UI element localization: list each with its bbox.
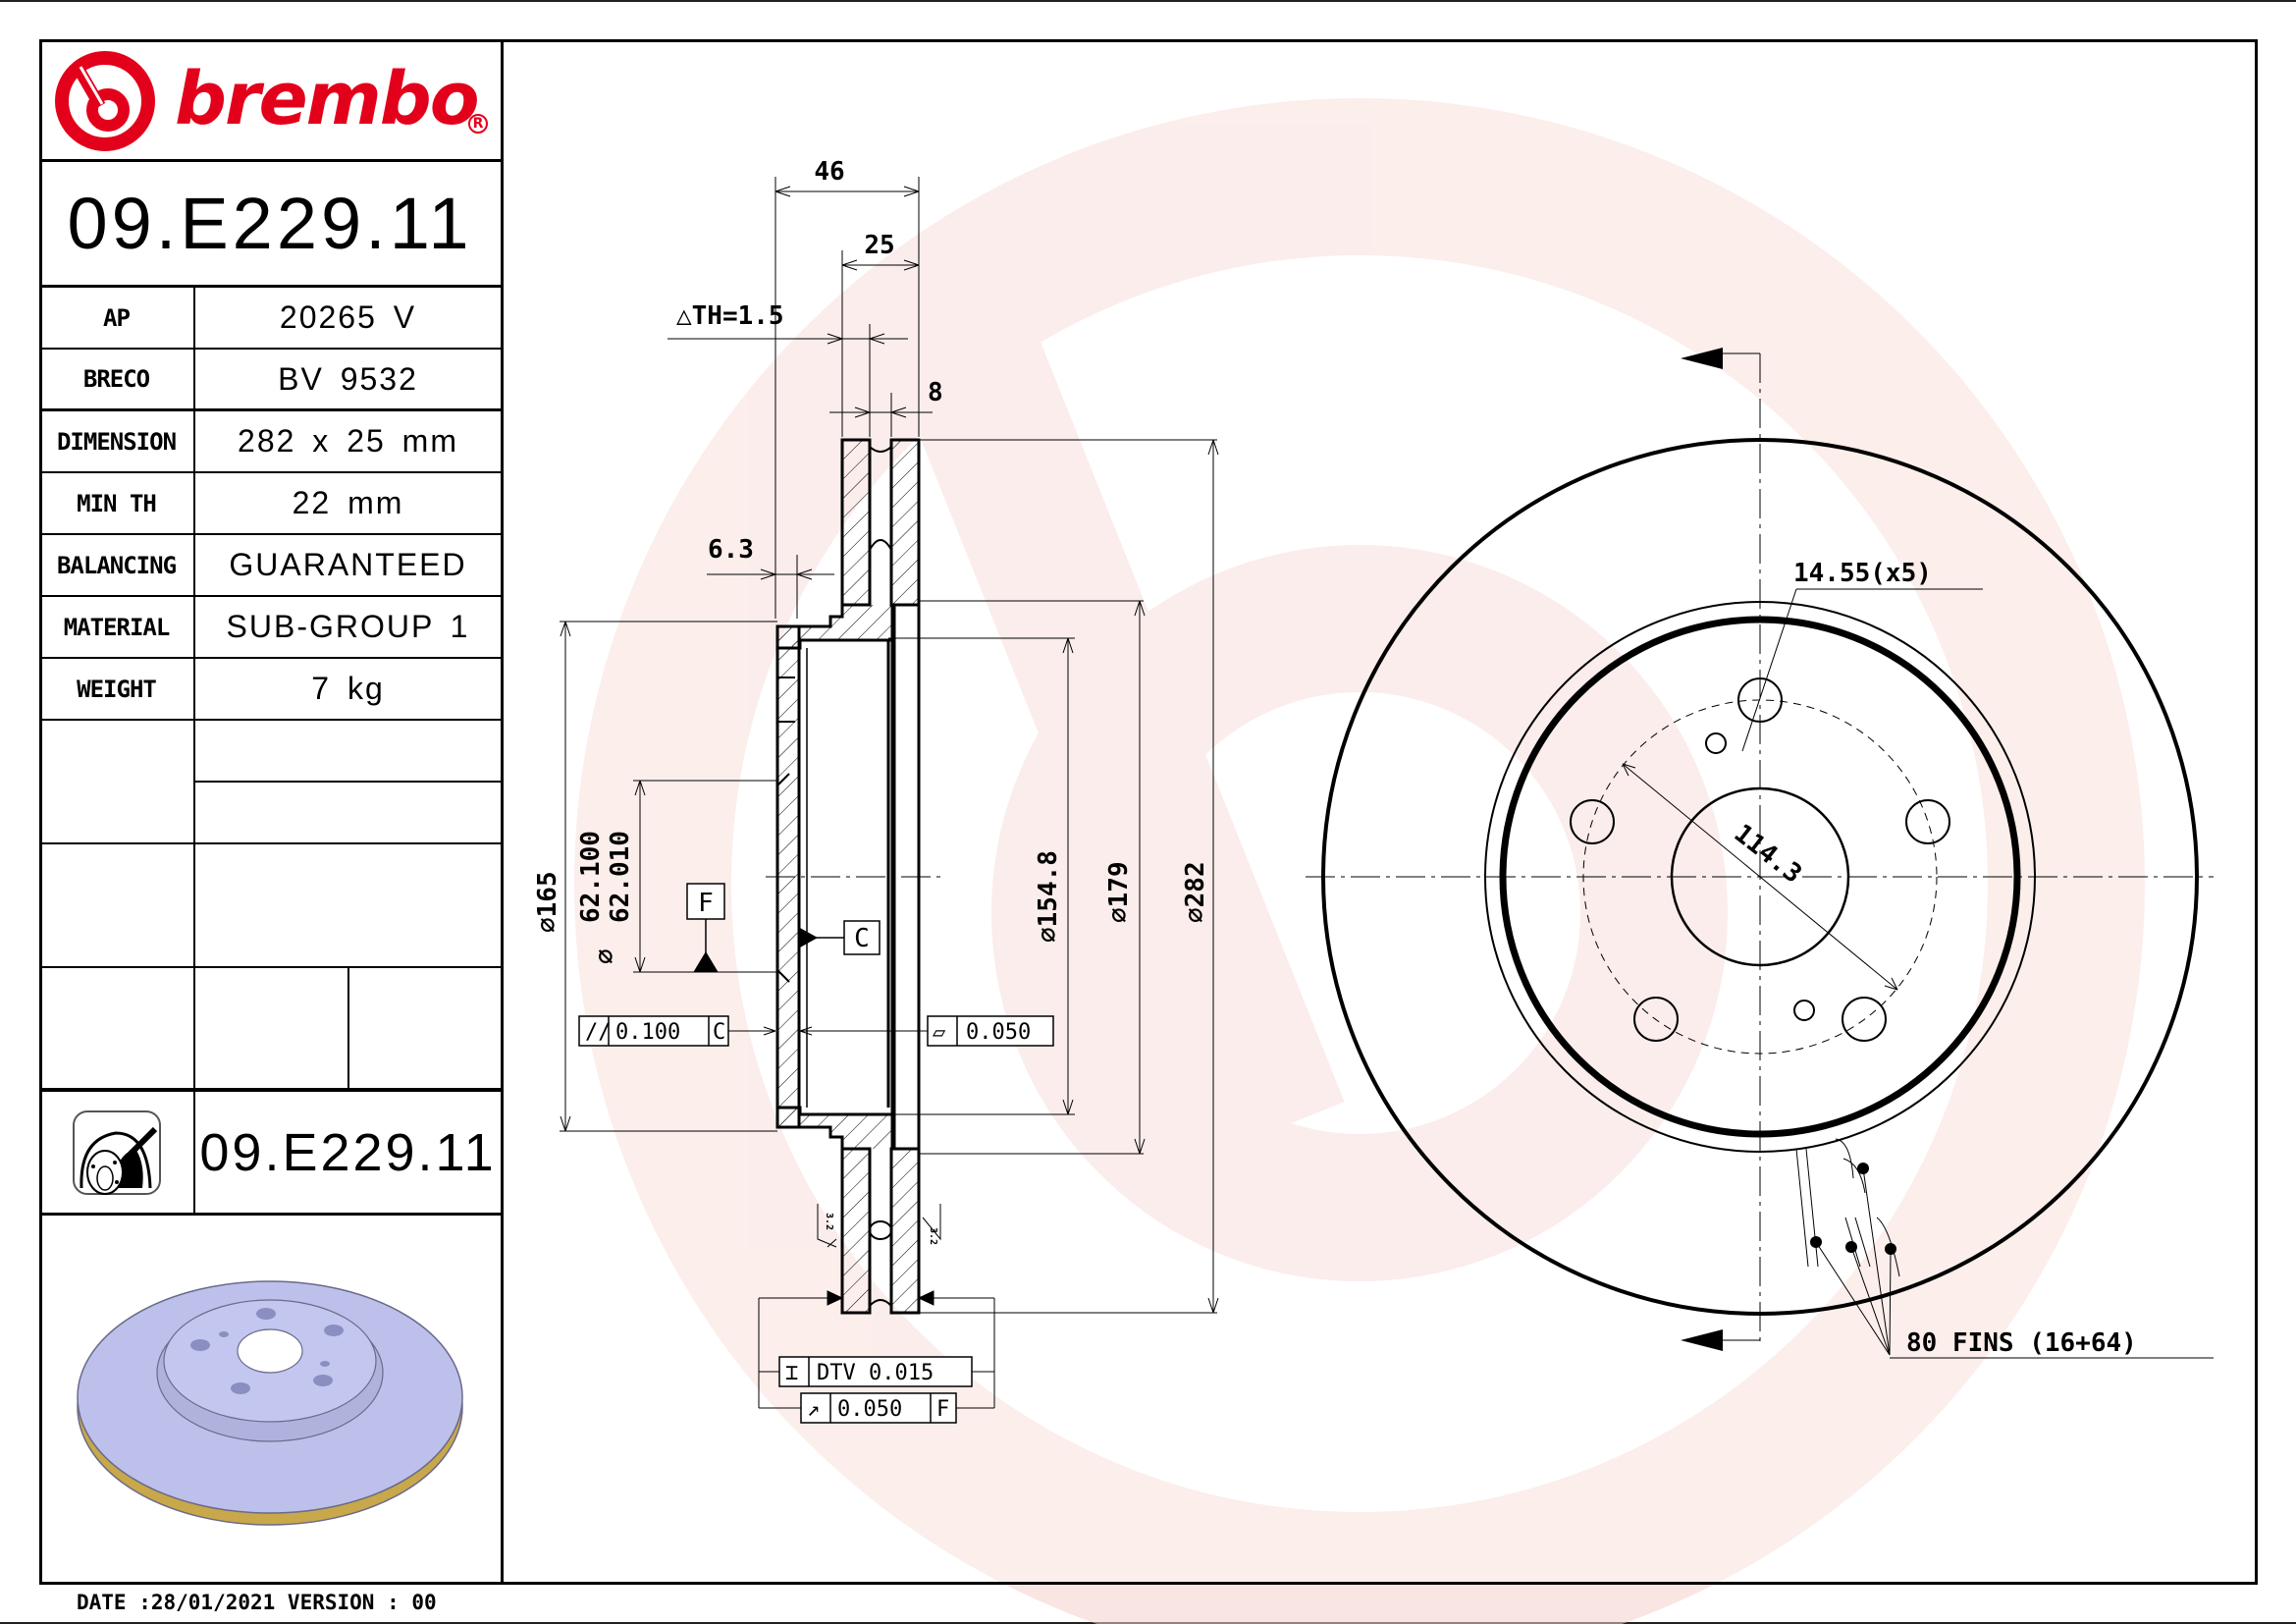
spec-value: BV 9532 — [278, 360, 418, 397]
brand-logo-cell: brembo R — [39, 39, 501, 162]
spec-label: BALANCING — [39, 535, 195, 595]
parallelism-symbol-icon: // — [585, 1020, 612, 1045]
brand-name: brembo — [175, 57, 480, 141]
spec-row-dimension: DIMENSION 282 x 25 mm — [39, 411, 501, 473]
spec-row-min-th: MIN TH 22 mm — [39, 473, 501, 535]
runout-value: 0.050 — [837, 1397, 902, 1422]
parallelism-value: 0.100 — [615, 1020, 680, 1045]
empty-row-3 — [39, 968, 501, 1092]
dim-dia-154-8: ⌀154.8 — [1034, 850, 1063, 943]
spec-row-balancing: BALANCING GUARANTEED — [39, 535, 501, 597]
dim-dia-282: ⌀282 — [1181, 861, 1210, 923]
cross-section-labels: 46 25 △TH=1.5 8 6.3 ⌀165 62.100 62.010 ⌀… — [533, 157, 1210, 1422]
part-number: 09.E229.11 — [67, 183, 473, 264]
dtv-symbol-icon: ⌶ — [785, 1361, 798, 1385]
spec-value: 22 mm — [292, 485, 404, 520]
spec-value: 282 x 25 mm — [238, 423, 458, 459]
runout-symbol-icon: ↗ — [807, 1397, 820, 1422]
runout-datum: F — [936, 1397, 949, 1422]
flatness-value: 0.050 — [966, 1020, 1031, 1045]
spec-value: SUB-GROUP 1 — [226, 609, 470, 644]
cross-section-view — [560, 177, 1219, 1424]
fins-label: 80 FINS (16+64) — [1906, 1328, 2137, 1358]
brembo-watermark-icon — [574, 98, 2145, 1624]
spec-label: AP — [39, 288, 195, 348]
part-number-cell: 09.E229.11 — [39, 162, 501, 288]
coating-part-number: 09.E229.11 — [199, 1122, 497, 1182]
coating-row: 09.E229.11 — [39, 1092, 501, 1216]
drawing-frame — [39, 39, 2258, 1585]
empty-row-1 — [39, 721, 501, 844]
spec-row-weight: WEIGHT 7 kg — [39, 659, 501, 721]
dim-dia-165: ⌀165 — [533, 871, 562, 933]
dim-bore-min: 62.010 — [606, 831, 635, 923]
dim-25: 25 — [864, 231, 894, 260]
roughness-right: 3.2 — [928, 1227, 938, 1245]
sheet-top-edge — [0, 0, 2296, 2]
flatness-symbol-icon: ▱ — [933, 1020, 946, 1045]
spec-table: AP 20265 V BRECO BV 9532 DIMENSION 282 x… — [39, 288, 501, 1586]
datum-c-label: C — [854, 924, 870, 953]
spec-label: MIN TH — [39, 473, 195, 533]
footer-date-version: DATE :28/01/2021 VERSION : 00 — [77, 1591, 437, 1614]
disc-3d-render — [77, 1280, 463, 1526]
dim-delta-th: △TH=1.5 — [676, 301, 784, 331]
title-block: brembo R 09.E229.11 AP 20265 V BRECO BV … — [39, 39, 504, 1585]
disc-render-cell — [39, 1216, 501, 1586]
roughness-left: 3.2 — [824, 1213, 834, 1230]
spec-row-material: MATERIAL SUB-GROUP 1 — [39, 597, 501, 659]
dim-bore-max: 62.100 — [576, 831, 606, 923]
spec-label: WEIGHT — [39, 659, 195, 719]
spec-value: GUARANTEED — [229, 547, 467, 582]
dim-8: 8 — [928, 378, 943, 407]
spec-label: MATERIAL — [39, 597, 195, 657]
parallelism-datum: C — [713, 1020, 725, 1045]
datum-f-label: F — [698, 889, 714, 918]
front-view — [1306, 348, 2214, 1359]
bolt-hole-label: 14.55(x5) — [1793, 559, 1932, 588]
spec-value: 7 kg — [311, 671, 385, 706]
disc-paint-coated-icon — [72, 1110, 161, 1195]
spec-label: BRECO — [39, 350, 195, 408]
registered-mark: R — [468, 114, 488, 134]
spec-row-breco: BRECO BV 9532 — [39, 350, 501, 411]
dim-6-3: 6.3 — [708, 535, 754, 565]
brembo-logo-icon — [55, 51, 155, 151]
spec-row-ap: AP 20265 V — [39, 288, 501, 350]
spec-value: 20265 V — [279, 299, 417, 335]
dim-bore-prefix: ⌀ — [591, 948, 620, 964]
spec-label: DIMENSION — [39, 411, 195, 471]
dim-46: 46 — [814, 157, 844, 187]
dim-dia-179: ⌀179 — [1104, 861, 1134, 923]
dtv-value: DTV 0.015 — [817, 1361, 934, 1385]
empty-row-2 — [39, 844, 501, 968]
